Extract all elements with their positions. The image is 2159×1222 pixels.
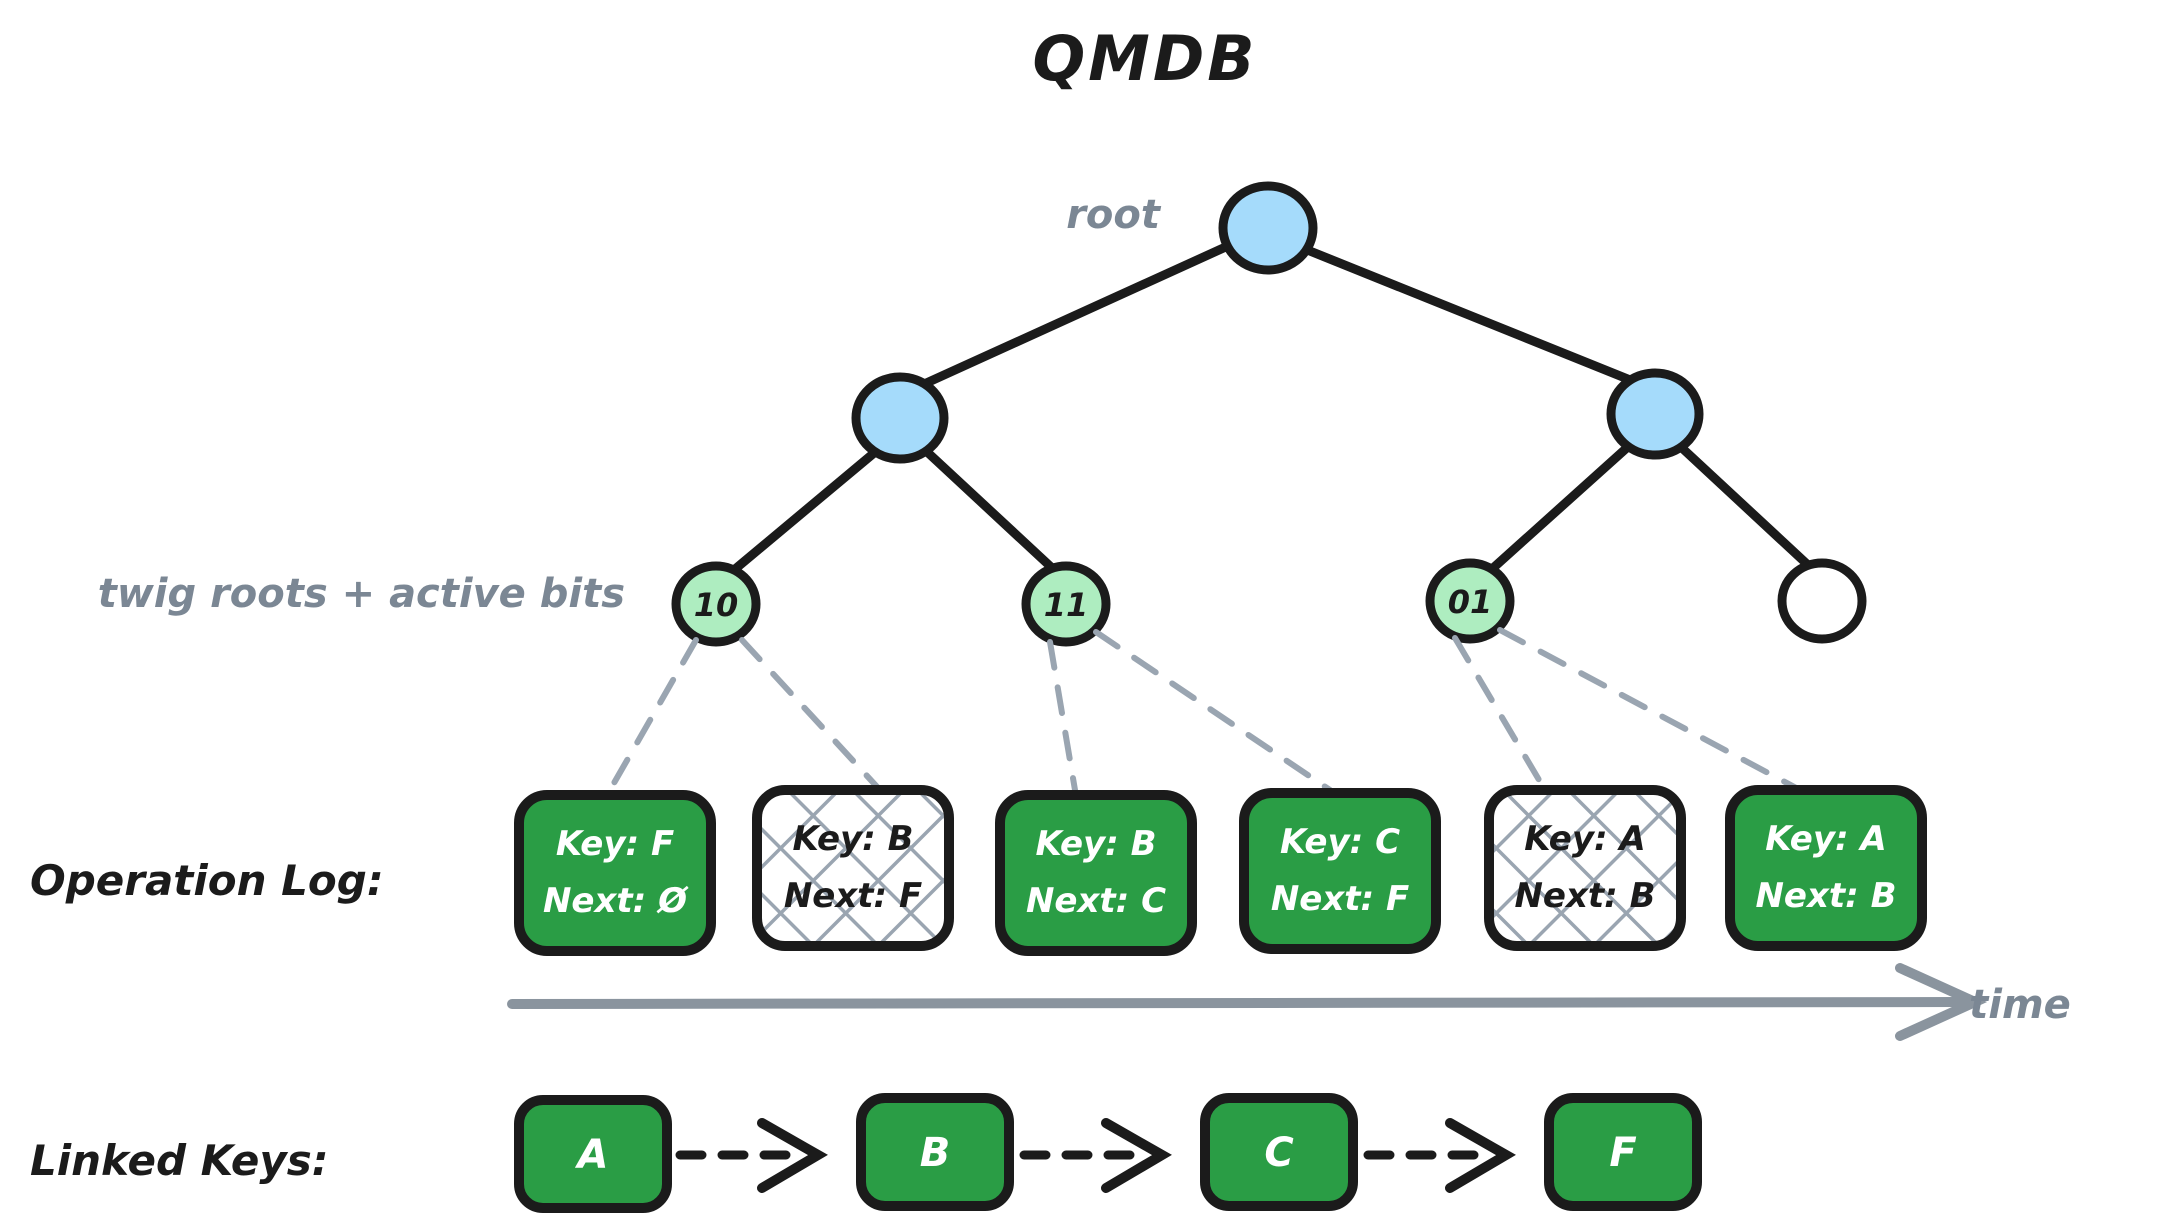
linked-key-node-c[interactable]: C [1200, 1093, 1358, 1211]
tree-leaf-10[interactable]: 10 [671, 561, 761, 647]
linked-key-label-c: C [1264, 1130, 1293, 1176]
operation-log-entry-2[interactable]: Key: B Next: F [752, 785, 954, 951]
tree-node-internal-left[interactable] [851, 372, 949, 464]
edge-l1a-leaf10 [717, 443, 885, 585]
chain-arrow-a-b [675, 1118, 828, 1193]
linked-key-box-a[interactable] [514, 1095, 672, 1213]
log-box-3[interactable] [995, 790, 1197, 956]
internal-left-circle[interactable] [851, 372, 949, 464]
leaf-10-circle[interactable] [671, 561, 761, 647]
root-label: root [1066, 192, 1162, 238]
twig-roots-label: twig roots + active bits [98, 571, 625, 617]
log-box-2[interactable] [752, 785, 954, 951]
operation-log-label: Operation Log: [30, 856, 384, 905]
log-box-2-key: Key: B [792, 819, 913, 859]
linked-key-node-f[interactable]: F [1544, 1093, 1702, 1211]
edge-l1a-leaf11 [920, 445, 1070, 585]
chain-arrow-c-f [1363, 1118, 1516, 1193]
log-box-6-key: Key: A [1765, 819, 1886, 859]
link-01-box6 [1497, 627, 1803, 793]
linked-key-node-a[interactable]: A [514, 1095, 672, 1213]
tree-leaf-empty[interactable] [1777, 558, 1867, 644]
log-box-1[interactable] [514, 790, 716, 956]
log-box-3-key: Key: B [1035, 824, 1156, 864]
tree-leaf-11[interactable]: 11 [1021, 561, 1111, 647]
time-arrow-head [1895, 963, 1988, 1041]
log-box-2-next: Next: F [784, 876, 922, 916]
linked-key-box-f[interactable] [1544, 1093, 1702, 1211]
link-10-box2 [739, 637, 883, 793]
chain-arrow-b-c [1019, 1118, 1172, 1193]
log-box-4-next: Next: F [1271, 879, 1409, 919]
edge-root-left [895, 240, 1235, 400]
time-label: time [1969, 982, 2071, 1028]
edge-l1b-leaf01 [1477, 440, 1635, 583]
link-11-box4 [1093, 629, 1333, 793]
linked-key-box-c[interactable] [1200, 1093, 1358, 1211]
edge-root-right [1290, 240, 1660, 395]
time-axis-arrow [507, 963, 1988, 1041]
log-box-5-key: Key: A [1524, 819, 1645, 859]
leaf-10-label: 10 [694, 586, 739, 624]
tree-edges [717, 240, 1827, 585]
linked-key-label-f: F [1609, 1130, 1636, 1176]
leaf-01-circle[interactable] [1425, 558, 1515, 644]
log-box-1-next: Next: Ø [543, 881, 689, 921]
linked-keys-label: Linked Keys: [30, 1136, 329, 1185]
operation-log-entry-1[interactable]: Key: F Next: Ø [514, 790, 716, 956]
log-box-6[interactable] [1725, 785, 1927, 951]
twig-to-log-links [607, 627, 1803, 793]
tree-node-internal-right[interactable] [1606, 368, 1704, 460]
chain-arrow-a-b-head [757, 1118, 828, 1193]
time-arrow-shaft [507, 997, 1965, 1009]
leaf-01-label: 01 [1448, 583, 1493, 621]
log-box-4-key: Key: C [1280, 822, 1400, 862]
log-box-5-next: Next: B [1514, 876, 1655, 916]
chain-arrow-c-f-head [1445, 1118, 1516, 1193]
edge-l1b-leafempty [1677, 443, 1827, 583]
chain-arrow-b-c-head [1101, 1118, 1172, 1193]
linked-key-label-a: A [575, 1132, 609, 1178]
link-10-box1 [607, 637, 699, 793]
page-title: QMDB [1032, 22, 1257, 95]
operation-log-entry-6[interactable]: Key: A Next: B [1725, 785, 1927, 951]
link-11-box3 [1047, 639, 1078, 793]
log-box-6-next: Next: B [1755, 876, 1896, 916]
leaf-11-label: 11 [1044, 586, 1089, 624]
root-node-circle[interactable] [1218, 181, 1318, 275]
log-box-5[interactable] [1484, 785, 1686, 951]
log-box-4[interactable] [1239, 788, 1441, 954]
tree-leaf-01[interactable]: 01 [1425, 558, 1515, 644]
operation-log-entry-4[interactable]: Key: C Next: F [1239, 788, 1441, 954]
linked-key-node-b[interactable]: B [856, 1093, 1014, 1211]
leaf-11-circle[interactable] [1021, 561, 1111, 647]
operation-log-entry-3[interactable]: Key: B Next: C [995, 790, 1197, 956]
linked-key-label-b: B [920, 1130, 951, 1176]
link-01-box5 [1452, 635, 1548, 793]
linked-key-box-b[interactable] [856, 1093, 1014, 1211]
leaf-empty-circle[interactable] [1777, 558, 1867, 644]
operation-log-entry-5[interactable]: Key: A Next: B [1484, 785, 1686, 951]
tree-node-root[interactable] [1218, 181, 1318, 275]
internal-right-circle[interactable] [1606, 368, 1704, 460]
log-box-1-key: Key: F [556, 824, 674, 864]
log-box-3-next: Next: C [1026, 881, 1166, 921]
